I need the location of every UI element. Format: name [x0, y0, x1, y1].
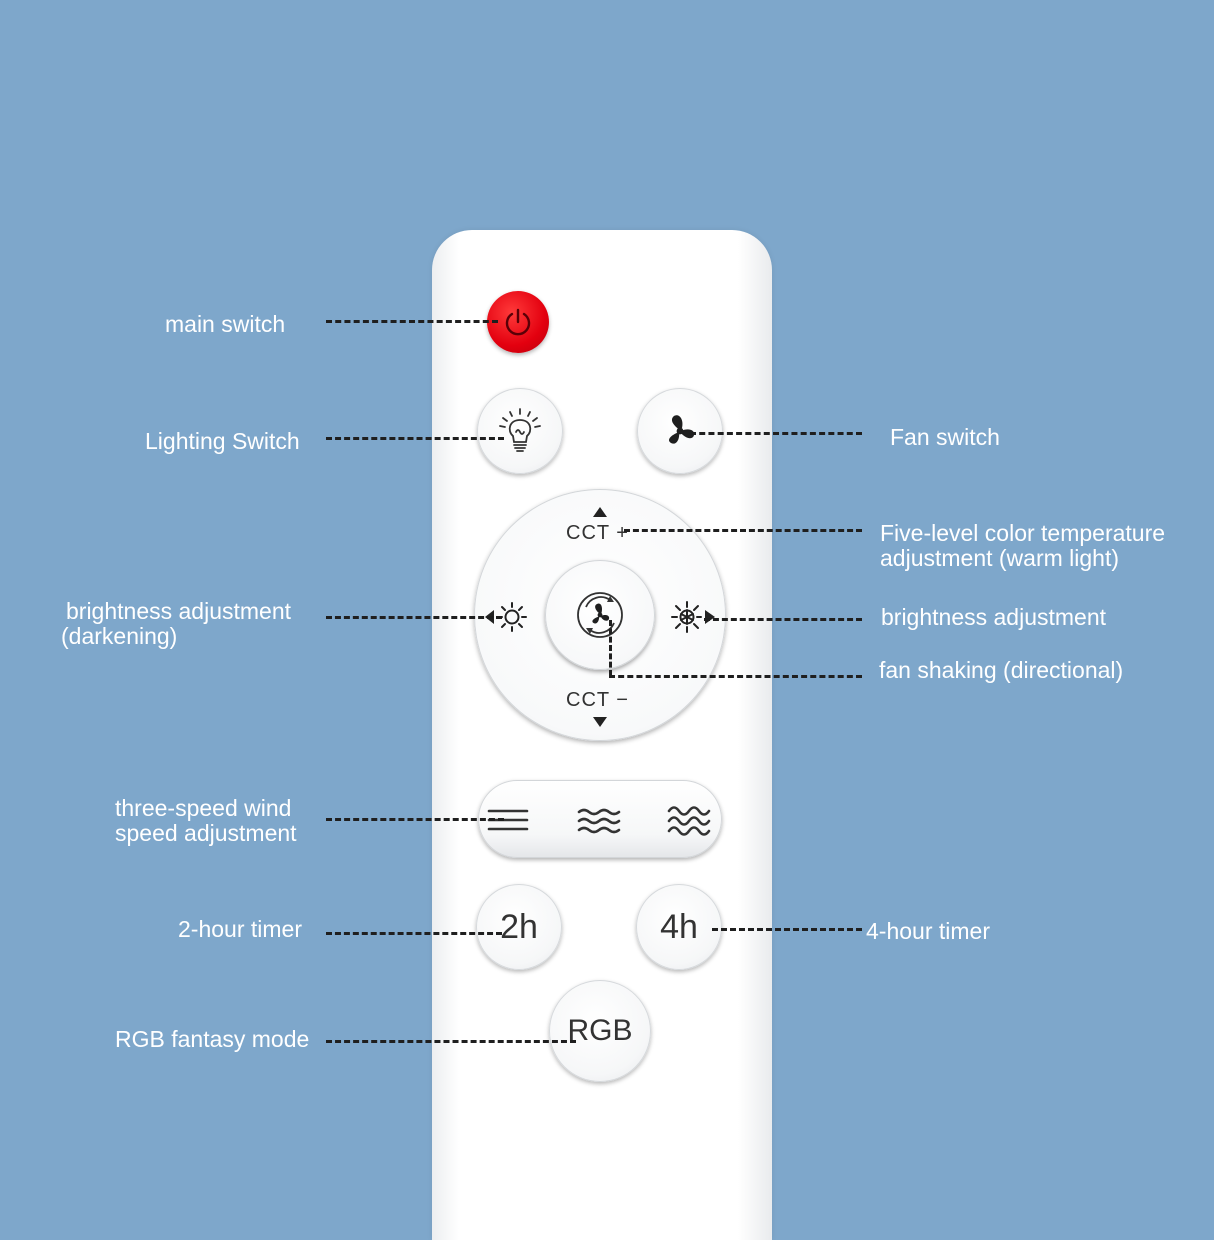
leader-brightness-dark [326, 616, 502, 619]
cct-up-button[interactable]: CCT + [566, 522, 629, 544]
fan-icon [668, 415, 695, 444]
cct-down-button[interactable]: CCT − [566, 689, 629, 711]
leader-brightness-up [704, 618, 862, 621]
label-lighting-switch: Lighting Switch [145, 428, 300, 454]
leader-fan-shaking [609, 675, 862, 678]
wind-mid-icon[interactable] [577, 805, 621, 835]
label-cct-warm-2: adjustment (warm light) [880, 545, 1120, 571]
leader-lighting-switch [326, 437, 504, 440]
light-bulb-icon [499, 408, 541, 452]
fan-oscillate-button[interactable] [545, 560, 655, 670]
wind-high-icon[interactable] [667, 803, 713, 837]
leader-fan-shaking-vertical [609, 620, 612, 676]
label-cct-warm-1: Five-level color temperature [880, 520, 1166, 546]
label-brightness-dark-2: (darkening) [61, 623, 178, 649]
timer-2h-button[interactable]: 2h [476, 884, 562, 970]
sun-dim-icon[interactable] [484, 599, 530, 635]
arrow-up-icon [593, 507, 607, 517]
sun-bright-icon[interactable] [670, 599, 716, 635]
timer-4h-button[interactable]: 4h [636, 884, 722, 970]
timer-2h-label: 2h [500, 907, 538, 946]
label-wind-2: speed adjustment [115, 820, 297, 846]
label-fan-shaking: fan shaking (directional) [879, 657, 1124, 683]
label-wind-1: three-speed wind [115, 795, 292, 821]
arrow-down-icon [593, 717, 607, 727]
leader-wind-speed [326, 818, 504, 821]
leader-timer-4h [712, 928, 862, 931]
lighting-switch-button[interactable] [477, 388, 563, 474]
timer-4h-label: 4h [660, 907, 698, 946]
rgb-mode-button[interactable]: RGB [549, 980, 651, 1082]
rgb-label: RGB [567, 1014, 633, 1047]
label-fan-switch: Fan switch [890, 424, 1000, 450]
label-main-switch: main switch [165, 311, 286, 337]
leader-main-switch [326, 320, 498, 323]
power-icon [505, 308, 531, 336]
label-timer-2h: 2-hour timer [178, 916, 302, 942]
leader-fan-switch [690, 432, 862, 435]
leader-cct-warm [624, 529, 862, 532]
label-rgb: RGB fantasy mode [115, 1026, 310, 1052]
leader-rgb [326, 1040, 576, 1043]
remote-diagram: CCT + CCT − [61, 230, 1166, 1240]
label-brightness-up: brightness adjustment [881, 604, 1107, 630]
label-brightness-dark-1: brightness adjustment [66, 598, 292, 624]
label-timer-4h: 4-hour timer [866, 918, 990, 944]
fan-switch-button[interactable] [637, 388, 723, 474]
leader-timer-2h [326, 932, 502, 935]
fan-oscillate-icon [577, 592, 623, 638]
